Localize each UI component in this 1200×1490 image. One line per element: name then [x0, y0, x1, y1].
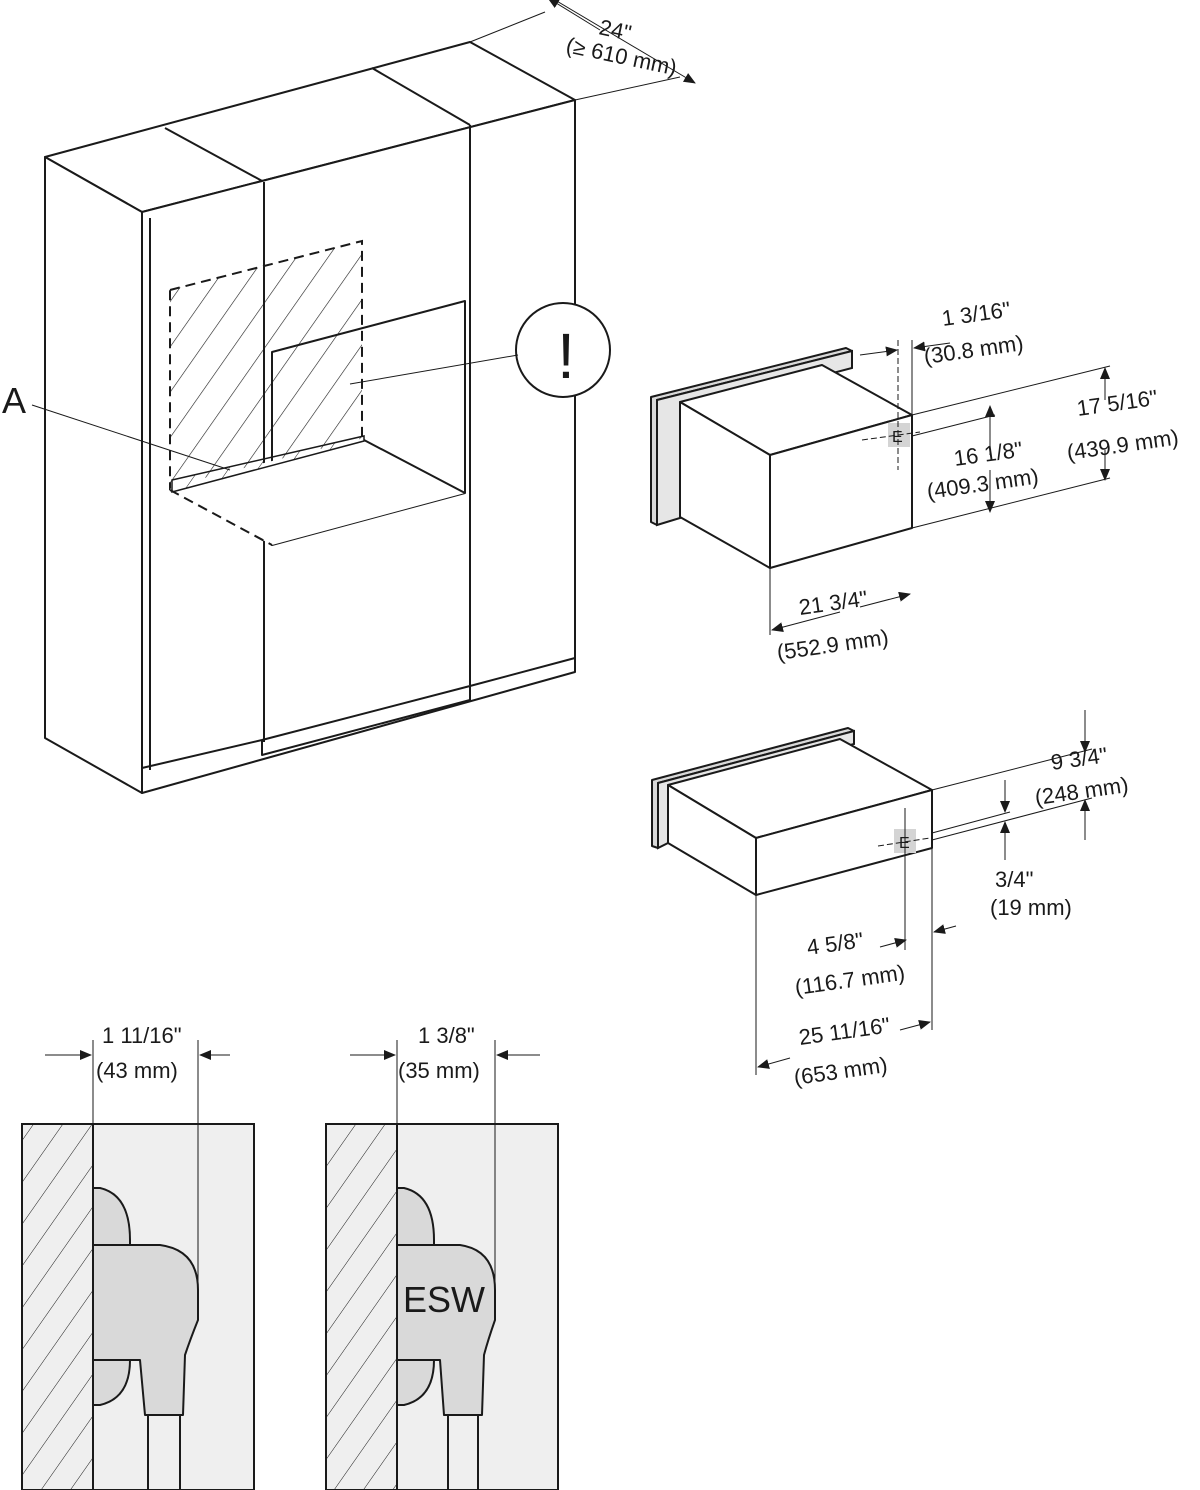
lower-unit-illustration: E 9 3/4" (248 mm) 3/4" (19 mm) 4 5/8" (1…	[651, 710, 1130, 1090]
lower-socket-offset-mm: (116.7 mm)	[793, 960, 906, 1000]
plug-label: ESW	[403, 1279, 485, 1320]
upper-width-mm: (552.9 mm)	[775, 625, 890, 665]
upper-inner-height-in: 16 1/8"	[952, 437, 1024, 471]
warning-callout-line	[349, 354, 519, 385]
left-clearance-in: 1 11/16"	[102, 1023, 182, 1048]
lower-socket-offset-in: 4 5/8"	[805, 927, 865, 960]
warning-symbol: !	[557, 320, 575, 392]
left-clearance-mm: (43 mm)	[96, 1058, 178, 1083]
plug-clearance-left: 1 11/16" (43 mm)	[21, 1023, 255, 1490]
lower-depth-mm: (653 mm)	[792, 1052, 889, 1090]
upper-socket-label: E	[892, 429, 903, 446]
tall-cabinet-illustration: 24" (≥ 610 mm) A !	[2, 0, 696, 794]
socket-right	[396, 1187, 435, 1246]
lower-offset-in: 3/4"	[995, 867, 1033, 892]
lower-height-in: 9 3/4"	[1049, 742, 1109, 775]
plug-left	[92, 1244, 199, 1416]
cabinet-left-side	[44, 156, 143, 794]
lower-offset-mm: (19 mm)	[990, 895, 1072, 920]
upper-panel-offset-in: 1 3/16"	[940, 297, 1012, 331]
right-clearance-mm: (35 mm)	[398, 1058, 480, 1083]
lower-height-mm: (248 mm)	[1033, 772, 1130, 810]
upper-unit-illustration: E 1 3/16" (30.8 mm) 16 1/8" (409.3 mm) 1…	[650, 297, 1180, 665]
upper-outer-height-in: 17 5/16"	[1075, 385, 1159, 421]
wall-hatched-right	[325, 1123, 398, 1490]
right-clearance-in: 1 3/8"	[418, 1023, 475, 1048]
upper-width-in: 21 3/4"	[797, 586, 869, 620]
callout-line-a	[31, 404, 231, 471]
upper-panel-offset-mm: (30.8 mm)	[922, 330, 1025, 369]
lower-depth-in: 25 11/16"	[797, 1012, 891, 1050]
callout-label-a: A	[2, 380, 26, 421]
wall-hatched-left	[21, 1123, 94, 1490]
lower-socket-label: E	[899, 835, 910, 852]
warning-circle	[515, 302, 611, 398]
upper-outer-height-mm: (439.9 mm)	[1065, 425, 1180, 465]
socket-left	[92, 1187, 131, 1246]
plug-clearance-right: ESW 1 3/8" (35 mm)	[325, 1023, 559, 1490]
niche-cutout	[169, 239, 363, 491]
upper-inner-height-mm: (409.3 mm)	[925, 464, 1040, 504]
plug-right	[396, 1244, 496, 1416]
